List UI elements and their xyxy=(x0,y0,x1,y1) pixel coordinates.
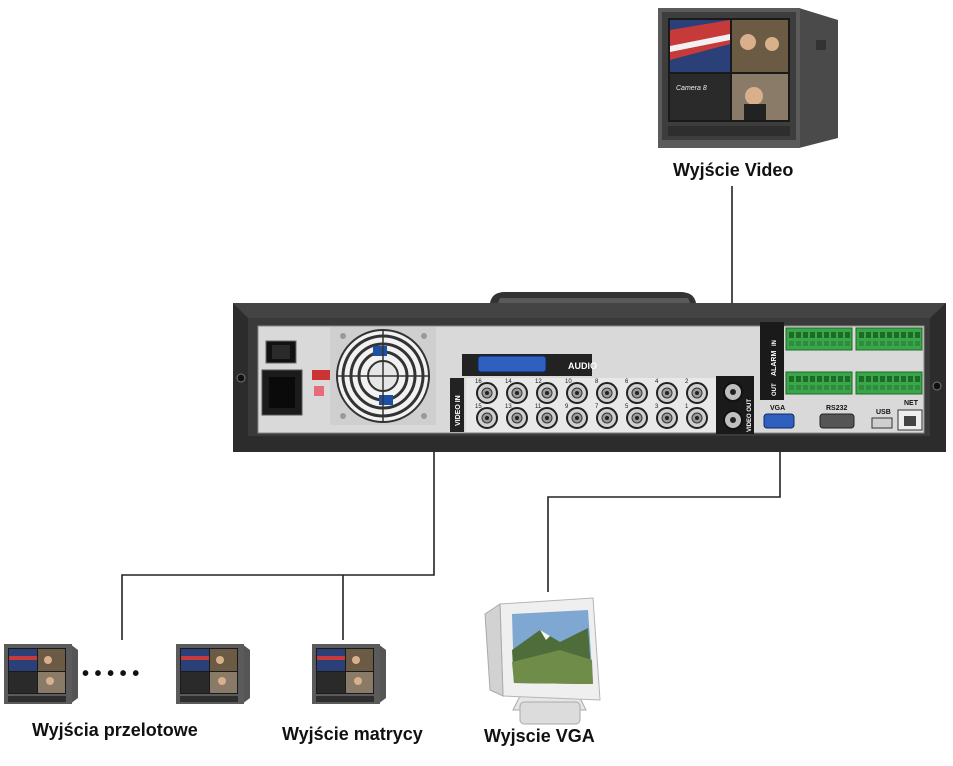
bnc-number: 4 xyxy=(655,379,659,385)
terminal-block xyxy=(785,371,853,395)
bnc-connector: 16 xyxy=(475,379,498,404)
bnc-connector: 2 xyxy=(685,379,708,404)
bnc-connector: 9 xyxy=(565,404,588,429)
power-section xyxy=(261,340,336,416)
bnc-connector: 1 xyxy=(685,404,708,429)
bnc-connector: 13 xyxy=(505,404,528,429)
ellipsis-dots: • • • • • xyxy=(82,663,139,685)
bnc-number: 3 xyxy=(655,404,659,410)
vga-monitor xyxy=(484,597,601,725)
alarm-label: ALARM xyxy=(771,351,778,376)
video-out-caption: Wyjście Video xyxy=(673,160,794,180)
video-monitor: Camera 8 xyxy=(658,8,838,148)
usb-label: USB xyxy=(876,409,891,416)
vga-out-caption: Wyjscie VGA xyxy=(484,726,595,746)
loop-out-line xyxy=(121,418,435,640)
monitor-overlay-text: Camera 8 xyxy=(676,85,707,92)
terminal-block xyxy=(785,327,853,351)
bnc-connector: 6 xyxy=(625,379,648,404)
bnc-connector: 8 xyxy=(595,379,618,404)
bnc-connector: 12 xyxy=(535,379,558,404)
matrix-out-caption: Wyjście matrycy xyxy=(282,724,423,744)
audio-label: AUDIO xyxy=(568,361,597,371)
small-monitor xyxy=(4,644,78,704)
rs232-label: RS232 xyxy=(826,405,848,412)
small-monitor xyxy=(312,644,386,704)
bnc-number: 5 xyxy=(625,404,629,410)
bnc-number: 2 xyxy=(685,379,689,385)
alarm-in-label: IN xyxy=(772,340,778,346)
alarm-terminals: ALARM IN OUT xyxy=(760,322,923,400)
terminal-block xyxy=(855,371,923,395)
io-ports: VGA RS232 USB NET xyxy=(763,400,923,431)
bnc-connector: 15 xyxy=(475,404,498,429)
bnc-number: 7 xyxy=(595,404,599,410)
vga-out-line xyxy=(547,426,781,592)
bnc-connector: 7 xyxy=(595,404,618,429)
bnc-connector: 10 xyxy=(565,379,588,404)
audio-connector: AUDIO xyxy=(462,354,597,376)
dvr-rear-panel: AUDIO VIDEO IN 16 14 12 10 8 6 4 2 15 13 11 9 7 5 3 1 V… xyxy=(233,292,946,452)
bnc-connector: 4 xyxy=(655,379,678,404)
bnc-number: 9 xyxy=(565,404,569,410)
bnc-number: 15 xyxy=(475,404,482,410)
bnc-connector: 5 xyxy=(625,404,648,429)
bnc-number: 1 xyxy=(685,404,689,410)
bnc-number: 8 xyxy=(595,379,599,385)
bnc-number: 10 xyxy=(565,379,572,385)
bnc-connector: 14 xyxy=(505,379,528,404)
net-label: NET xyxy=(904,400,919,407)
bnc-connector: 11 xyxy=(535,404,558,429)
loop-out-caption: Wyjścia przelotowe xyxy=(32,720,198,740)
video-in-label: VIDEO IN xyxy=(455,395,462,426)
bnc-number: 13 xyxy=(505,404,512,410)
small-monitors xyxy=(4,644,386,704)
vga-label: VGA xyxy=(770,405,785,412)
bnc-connectors: 16 14 12 10 8 6 4 2 15 13 11 9 7 5 3 1 xyxy=(475,379,708,429)
video-out-section: VIDEO OUT xyxy=(716,376,754,434)
bnc-number: 6 xyxy=(625,379,629,385)
alarm-out-label: OUT xyxy=(772,383,778,396)
bnc-number: 14 xyxy=(505,379,512,385)
bnc-number: 16 xyxy=(475,379,482,385)
bnc-number: 12 xyxy=(535,379,542,385)
bnc-connector: 3 xyxy=(655,404,678,429)
fan xyxy=(330,327,436,425)
bnc-number: 11 xyxy=(535,404,542,410)
video-out-label: VIDEO OUT xyxy=(747,399,753,432)
small-monitor xyxy=(176,644,250,704)
terminal-block xyxy=(855,327,923,351)
